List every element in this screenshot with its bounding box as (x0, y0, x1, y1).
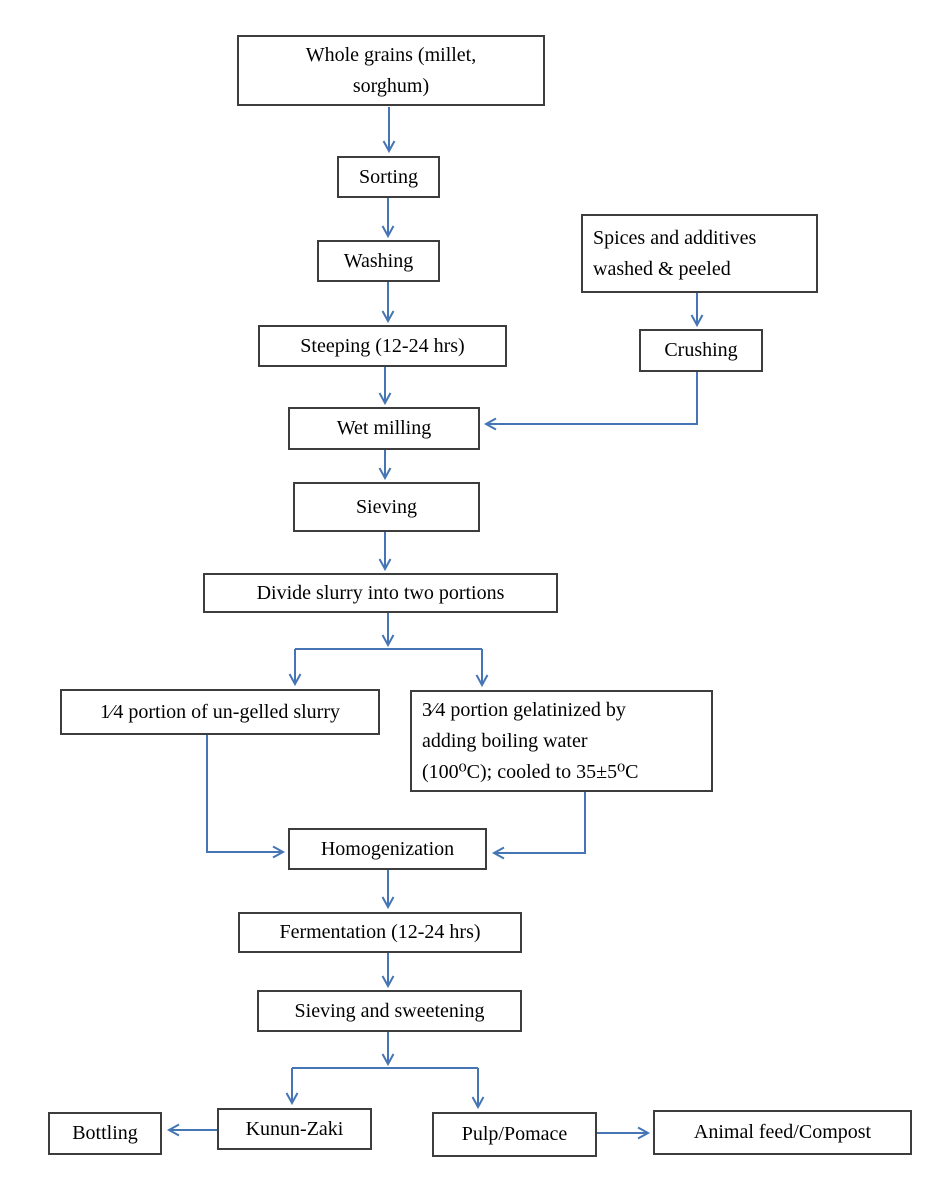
node-homogenization: Homogenization (288, 828, 487, 870)
node-sieving: Sieving (293, 482, 480, 532)
node-three-quarter-portion: 3⁄4 portion gelatinized by adding boilin… (410, 690, 713, 792)
node-fermentation: Fermentation (12-24 hrs) (238, 912, 522, 953)
node-sieving-sweetening: Sieving and sweetening (257, 990, 522, 1032)
node-quarter-portion: 1⁄4 portion of un-gelled slurry (60, 689, 380, 735)
node-bottling: Bottling (48, 1112, 162, 1155)
node-wet-milling: Wet milling (288, 407, 480, 450)
node-pulp-pomace: Pulp/Pomace (432, 1112, 597, 1157)
node-steeping: Steeping (12-24 hrs) (258, 325, 507, 367)
node-spices-additives: Spices and additives washed & peeled (581, 214, 818, 293)
node-crushing: Crushing (639, 329, 763, 372)
edge-quarter-homogenization (206, 735, 286, 859)
node-divide-slurry: Divide slurry into two portions (203, 573, 558, 613)
edge-three-quarter-homogenization (491, 792, 586, 860)
node-sorting: Sorting (337, 156, 440, 198)
node-whole-grains: Whole grains (millet, sorghum) (237, 35, 545, 106)
node-washing: Washing (317, 240, 440, 282)
node-kunun-zaki: Kunun-Zaki (217, 1108, 372, 1150)
node-animal-feed-compost: Animal feed/Compost (653, 1110, 912, 1155)
edge-crushing-wet-milling (483, 372, 698, 431)
